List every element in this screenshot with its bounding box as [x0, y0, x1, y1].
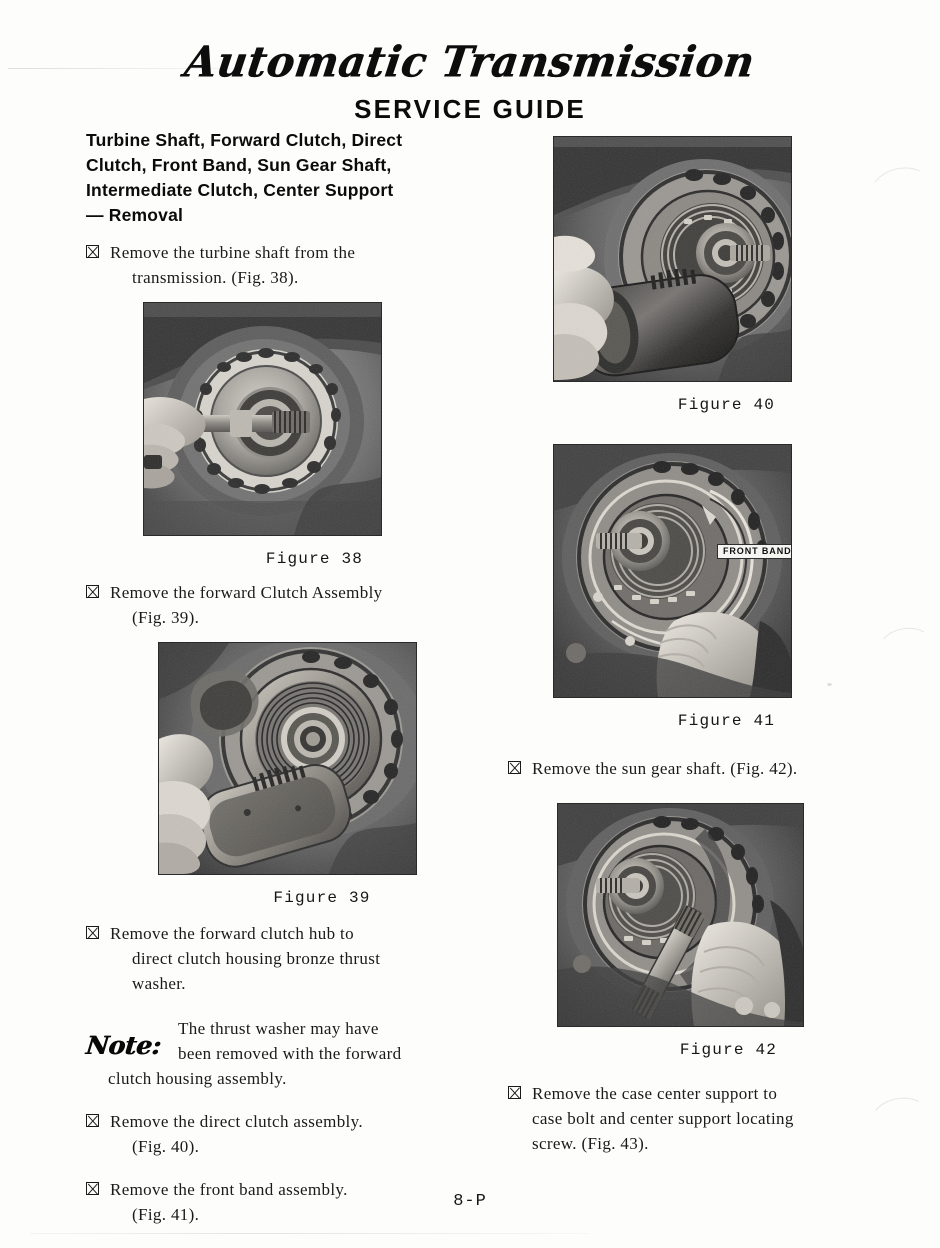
page-number: 8-P — [453, 1192, 487, 1211]
section-heading-line-2: Clutch, Front Band, Sun Gear Shaft, — [86, 155, 392, 175]
figure-38: Figure 38 — [143, 302, 486, 568]
note-line: been removed with the forward — [178, 1044, 402, 1063]
left-column: Turbine Shaft, Forward Clutch, Direct Cl… — [84, 128, 486, 1233]
step-line: Remove the case center support to — [532, 1084, 778, 1103]
step-line: Remove the direct clutch assembly. — [110, 1112, 363, 1131]
publication-title: Automatic Transmission — [181, 37, 759, 87]
figure-40: Figure 40 — [553, 136, 900, 414]
step-line: Remove the front band assembly. — [110, 1180, 348, 1199]
step-line: direct clutch housing bronze thrust — [132, 949, 381, 968]
checkbox-bullet-icon — [86, 1182, 99, 1195]
front-band-callout-label: FRONT BAND — [717, 544, 791, 559]
note-line: The thrust washer may have — [178, 1019, 379, 1038]
checkbox-bullet-icon — [508, 761, 521, 774]
figure-42-image — [557, 803, 804, 1027]
figure-41: FRONT BAND Figure 41 — [553, 444, 900, 730]
section-heading-line-3: Intermediate Clutch, Center Support — [86, 180, 394, 200]
figure-39-image — [158, 642, 417, 875]
figure-41-image: FRONT BAND — [553, 444, 792, 698]
step-line: (Fig. 40). — [132, 1137, 200, 1156]
step-line: Remove the forward Clutch Assembly — [110, 583, 383, 602]
step-line: Remove the turbine shaft from the — [110, 243, 356, 262]
step-line: (Fig. 41). — [132, 1205, 200, 1224]
figure-39-caption: Figure 39 — [273, 889, 371, 907]
step-line: screw. (Fig. 43). — [532, 1134, 649, 1153]
masthead: Automatic Transmission SERVICE GUIDE — [0, 37, 940, 125]
step-line: (Fig. 39). — [132, 608, 200, 627]
checkbox-bullet-icon — [86, 245, 99, 258]
scan-artifact-bottom-line — [30, 1233, 590, 1234]
section-heading: Turbine Shaft, Forward Clutch, Direct Cl… — [86, 128, 486, 228]
step-line: washer. — [132, 974, 186, 993]
figure-42-caption: Figure 42 — [679, 1041, 778, 1059]
note-label: Note: — [84, 1031, 163, 1060]
step-line: Remove the sun gear shaft. (Fig. 42). — [532, 759, 798, 778]
note-block: Note: The thrust washer may have been re… — [84, 1016, 486, 1091]
section-heading-line-4: — Removal — [86, 205, 184, 225]
checkbox-bullet-icon — [86, 585, 99, 598]
note-line: clutch housing assembly. — [108, 1069, 287, 1088]
figure-39: Figure 39 — [158, 642, 486, 907]
step-sun-gear-shaft: Remove the sun gear shaft. (Fig. 42). — [500, 756, 900, 781]
figure-40-image — [553, 136, 792, 382]
figure-42: Figure 42 — [557, 803, 900, 1059]
step-front-band-assembly: Remove the front band assembly. (Fig. 41… — [86, 1177, 486, 1227]
step-line: case bolt and center support locating — [532, 1109, 794, 1128]
section-heading-line-1: Turbine Shaft, Forward Clutch, Direct — [86, 130, 403, 150]
scan-artifact-top-line — [8, 68, 308, 69]
step-line: Remove the forward clutch hub to — [110, 924, 354, 943]
figure-38-caption: Figure 38 — [265, 550, 364, 568]
figure-38-image — [143, 302, 382, 536]
page-title: SERVICE GUIDE — [354, 94, 586, 124]
step-forward-clutch-assembly: Remove the forward Clutch Assembly (Fig.… — [86, 580, 486, 630]
checkbox-bullet-icon — [508, 1086, 521, 1099]
checkbox-bullet-icon — [86, 1114, 99, 1127]
scan-artifact-speck — [827, 683, 832, 686]
figure-41-caption: Figure 41 — [677, 712, 776, 730]
step-thrust-washer: Remove the forward clutch hub to direct … — [86, 921, 486, 996]
step-turbine-shaft: Remove the turbine shaft from the transm… — [86, 240, 486, 290]
checkbox-bullet-icon — [86, 926, 99, 939]
step-center-support-bolt: Remove the case center support to case b… — [500, 1081, 900, 1156]
right-column: Figure 40 — [500, 128, 900, 1162]
step-line: transmission. (Fig. 38). — [132, 268, 299, 287]
figure-40-caption: Figure 40 — [677, 396, 776, 414]
step-direct-clutch-assembly: Remove the direct clutch assembly. (Fig.… — [86, 1109, 486, 1159]
